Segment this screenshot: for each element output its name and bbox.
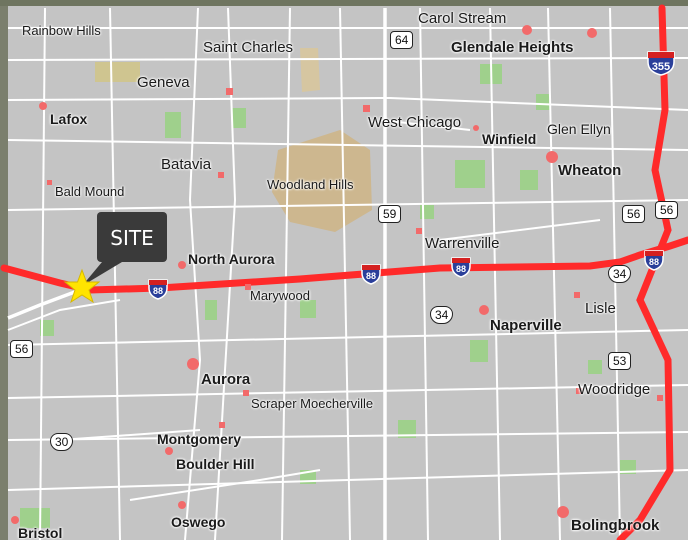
route-56-shield-east-b: 56 xyxy=(655,201,679,219)
place-west-chicago: West Chicago xyxy=(368,114,462,131)
interstate-88-shield-c: 88 xyxy=(450,256,472,278)
route-34-shield-west: 34 xyxy=(430,306,454,324)
place-carol-stream: Carol Stream xyxy=(418,10,507,27)
place-wheaton: Wheaton xyxy=(558,162,622,179)
place-aurora: Aurora xyxy=(201,371,251,388)
route-64-shield: 64 xyxy=(390,31,414,49)
place-bolingbrook: Bolingbrook xyxy=(571,517,660,534)
place-batavia: Batavia xyxy=(161,156,212,173)
airfield xyxy=(300,48,320,92)
place-bald-mound: Bald Mound xyxy=(55,184,125,199)
route-56-shield-west: 56 xyxy=(10,340,34,358)
star-icon xyxy=(63,268,101,304)
route-34-shield-east: 34 xyxy=(608,265,632,283)
imagery-edge-top xyxy=(0,0,688,6)
place-north-aurora: North Aurora xyxy=(188,251,275,267)
callout-pointer xyxy=(82,262,122,286)
interstate-88-shield-b: 88 xyxy=(360,263,382,285)
road-network xyxy=(7,7,688,540)
interstate-88-shield-d: 88 xyxy=(643,249,665,271)
site-callout: SITE xyxy=(97,212,167,262)
interstate-355-line xyxy=(616,4,674,540)
route-30-shield: 30 xyxy=(50,433,74,451)
site-label: SITE xyxy=(110,226,154,250)
place-oswego: Oswego xyxy=(171,514,226,530)
route-59-shield: 59 xyxy=(378,205,402,223)
interstate-88-shield-a: 88 xyxy=(147,278,169,300)
place-naperville: Naperville xyxy=(490,317,562,334)
route-56-west xyxy=(7,288,81,320)
city-markers xyxy=(11,25,663,524)
place-boulder-hill: Boulder Hill xyxy=(176,456,255,472)
place-glen-ellyn: Glen Ellyn xyxy=(547,121,611,137)
place-winfield: Winfield xyxy=(482,131,537,147)
place-marywood: Marywood xyxy=(250,288,310,303)
place-woodland-hills: Woodland Hills xyxy=(267,177,354,192)
place-montgomery: Montgomery xyxy=(157,431,241,447)
place-lafox: Lafox xyxy=(50,111,88,127)
route-56-shield-east-a: 56 xyxy=(622,205,646,223)
place-glendale-heights: Glendale Heights xyxy=(451,39,574,56)
place-geneva: Geneva xyxy=(137,74,190,91)
interstate-355-shield: 355 xyxy=(646,50,676,76)
place-rainbow-hills: Rainbow Hills xyxy=(22,23,101,38)
place-woodridge: Woodridge xyxy=(578,381,651,398)
park-areas xyxy=(20,64,636,528)
place-bristol: Bristol xyxy=(18,525,63,540)
place-saint-charles: Saint Charles xyxy=(203,39,294,56)
place-scraper-moecherville: Scraper Moecherville xyxy=(251,396,374,411)
place-lisle: Lisle xyxy=(585,300,616,317)
route-53-shield: 53 xyxy=(608,352,632,370)
reserve-north xyxy=(95,62,140,82)
place-warrenville: Warrenville xyxy=(425,235,500,252)
